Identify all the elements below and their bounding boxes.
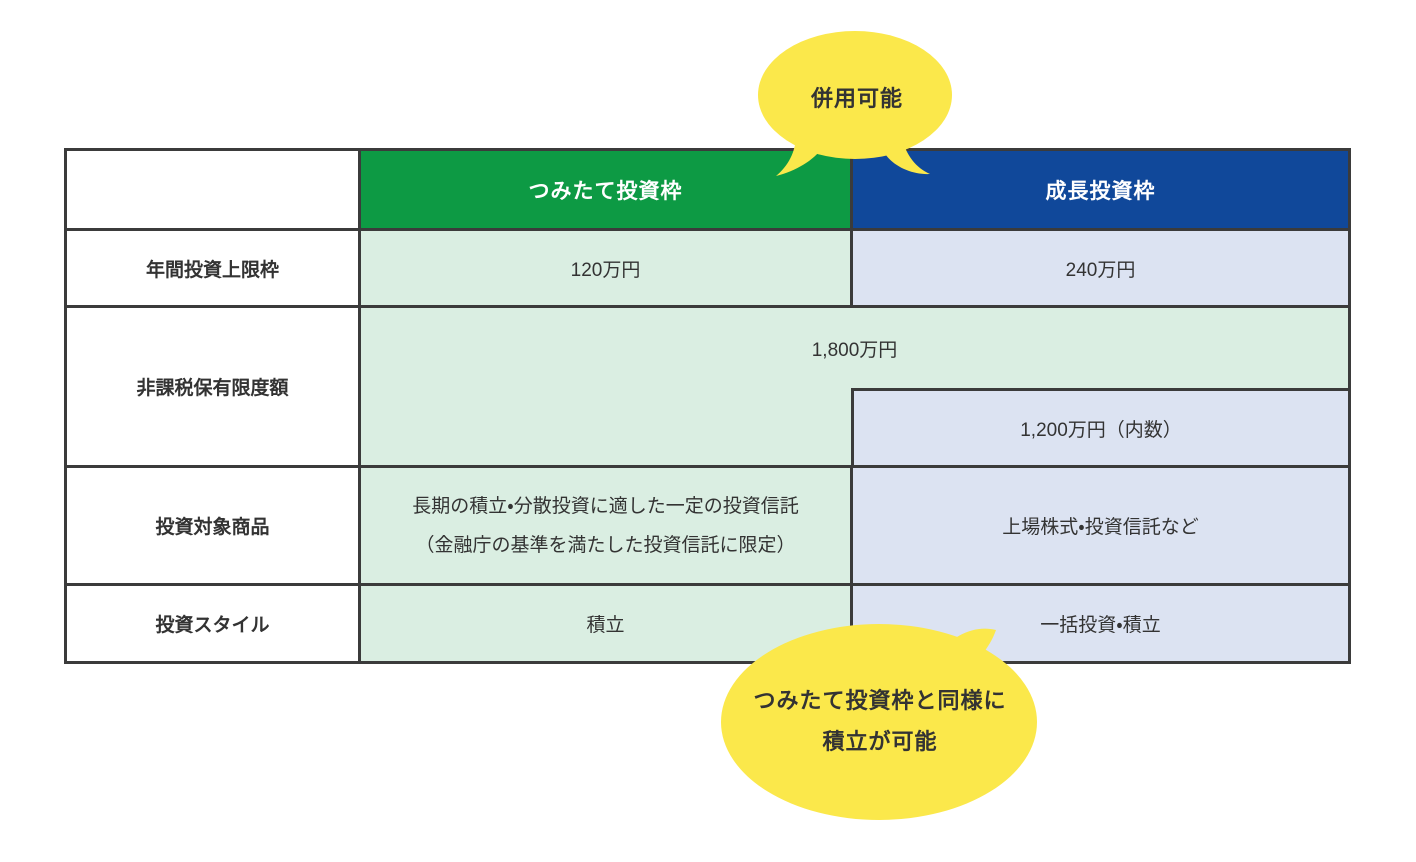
top-bubble-right-tail-icon [884, 138, 930, 175]
cell-annual-growth: 240万円 [850, 228, 1351, 308]
products-tsumitate-line2: （金融庁の基準を満たした投資信託に限定） [415, 534, 796, 556]
table-row-products: 投資対象商品 長期の積立・分散投資に適した一定の投資信託 （金融庁の基準を満たし… [64, 465, 1351, 586]
top-bubble-left-tail-icon [776, 134, 822, 176]
cell-products-tsumitate: 長期の積立・分散投資に適した一定の投資信託 （金融庁の基準を満たした投資信託に限… [358, 465, 853, 586]
lifetime-total-value: 1,800万円 [811, 339, 898, 361]
row-header-style: 投資スタイル [64, 583, 361, 664]
bottom-bubble-ellipse [721, 624, 1037, 820]
lifetime-growth-inner-value: 1,200万円（内数） [1020, 419, 1182, 441]
products-tsumitate-line1: 長期の積立・分散投資に適した一定の投資信託 [412, 495, 799, 517]
table-row-style: 投資スタイル 積立 一括投資・積立 [64, 583, 1351, 664]
column-header-tsumitate: つみたて投資枠 [358, 148, 853, 231]
row-header-lifetime-limit: 非課税保有限度額 [64, 305, 361, 468]
row-header-annual-limit: 年間投資上限枠 [64, 228, 361, 308]
cell-style-tsumitate: 積立 [358, 583, 853, 664]
top-bubble-ellipse [758, 31, 952, 159]
header-blank-cell [64, 148, 361, 231]
lifetime-growth-inner-box: 1,200万円（内数） [851, 388, 1348, 465]
column-header-growth: 成長投資枠 [850, 148, 1351, 231]
bottom-callout-bubble-shape [721, 624, 1037, 820]
cell-products-growth: 上場株式・投資信託など [850, 465, 1351, 586]
table-row-lifetime-limit: 非課税保有限度額 1,800万円 1,200万円（内数） [64, 305, 1351, 468]
row-header-products: 投資対象商品 [64, 465, 361, 586]
cell-annual-tsumitate: 120万円 [358, 228, 853, 308]
cell-lifetime-combined: 1,800万円 1,200万円（内数） [358, 305, 1351, 468]
table-header-row: つみたて投資枠 成長投資枠 [64, 148, 1351, 231]
table-row-annual-limit: 年間投資上限枠 120万円 240万円 [64, 228, 1351, 308]
comparison-table: つみたて投資枠 成長投資枠 年間投資上限枠 120万円 240万円 非課税保有限… [64, 148, 1351, 664]
top-callout-bubble-shape [758, 31, 952, 176]
